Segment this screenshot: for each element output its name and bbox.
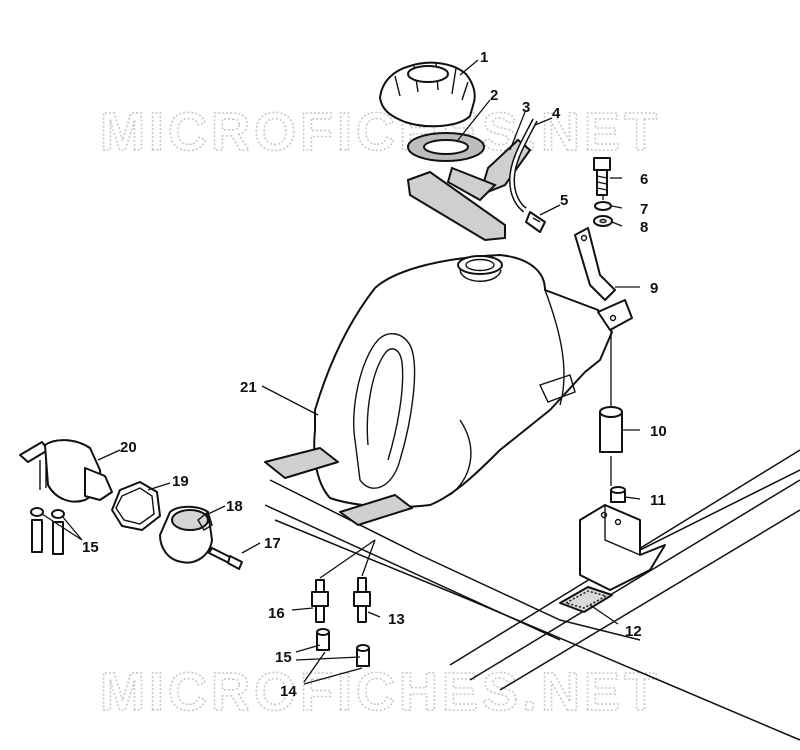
- callout-12: 12: [625, 623, 642, 640]
- vent-hose: [509, 118, 538, 213]
- frame-rails: [264, 449, 800, 741]
- callout-1: 1: [480, 49, 488, 66]
- callout-13: 13: [388, 611, 405, 628]
- hex-nut: [111, 481, 161, 531]
- callout-labels: 1 2 3 4 5 6 7 8 9 10 11 12 13 14 15 15 1…: [82, 49, 667, 700]
- callout-6: 6: [640, 171, 648, 188]
- rubber-washer: [593, 215, 613, 227]
- callout-21: 21: [240, 379, 257, 396]
- callout-8: 8: [640, 219, 648, 236]
- fuel-filter: [19, 439, 113, 503]
- callout-14: 14: [280, 683, 297, 700]
- callout-3: 3: [522, 99, 530, 116]
- watermark-bottom: MICROFICHES.NET: [100, 662, 661, 722]
- callout-10: 10: [650, 423, 667, 440]
- callout-15-lower: 15: [275, 649, 292, 666]
- leader-lines: [41, 59, 641, 685]
- callout-9: 9: [650, 280, 658, 297]
- callout-19: 19: [172, 473, 189, 490]
- tank-bracket: [574, 227, 616, 301]
- vent-fitting: [525, 211, 546, 233]
- callout-17: 17: [264, 535, 281, 552]
- frame-decal: [559, 586, 613, 613]
- tank-fitting-left: [311, 579, 329, 623]
- callout-20: 20: [120, 439, 137, 456]
- grommet: [610, 486, 626, 503]
- rear-mount-bracket: [579, 504, 666, 591]
- callout-2: 2: [490, 87, 498, 104]
- washer: [594, 201, 612, 211]
- callout-16: 16: [268, 605, 285, 622]
- callout-11: 11: [650, 492, 666, 509]
- hose-clamps-left: [30, 507, 65, 555]
- fuel-tank: [264, 254, 633, 526]
- valve-screw: [208, 547, 243, 570]
- tank-fitting-right: [353, 577, 371, 623]
- callout-18: 18: [226, 498, 243, 515]
- callout-15-left: 15: [82, 539, 99, 556]
- mount-bolt: [593, 157, 611, 196]
- callout-4: 4: [552, 105, 561, 122]
- spacer-sleeve: [599, 406, 623, 453]
- filler-cap: [379, 61, 476, 128]
- watermark-top: MICROFICHES.NET: [100, 102, 661, 162]
- callout-7: 7: [640, 201, 648, 218]
- hose-clamps-lower: [316, 628, 370, 667]
- fuel-valve: [159, 505, 213, 564]
- cap-gasket: [407, 132, 485, 162]
- callout-5: 5: [560, 192, 568, 209]
